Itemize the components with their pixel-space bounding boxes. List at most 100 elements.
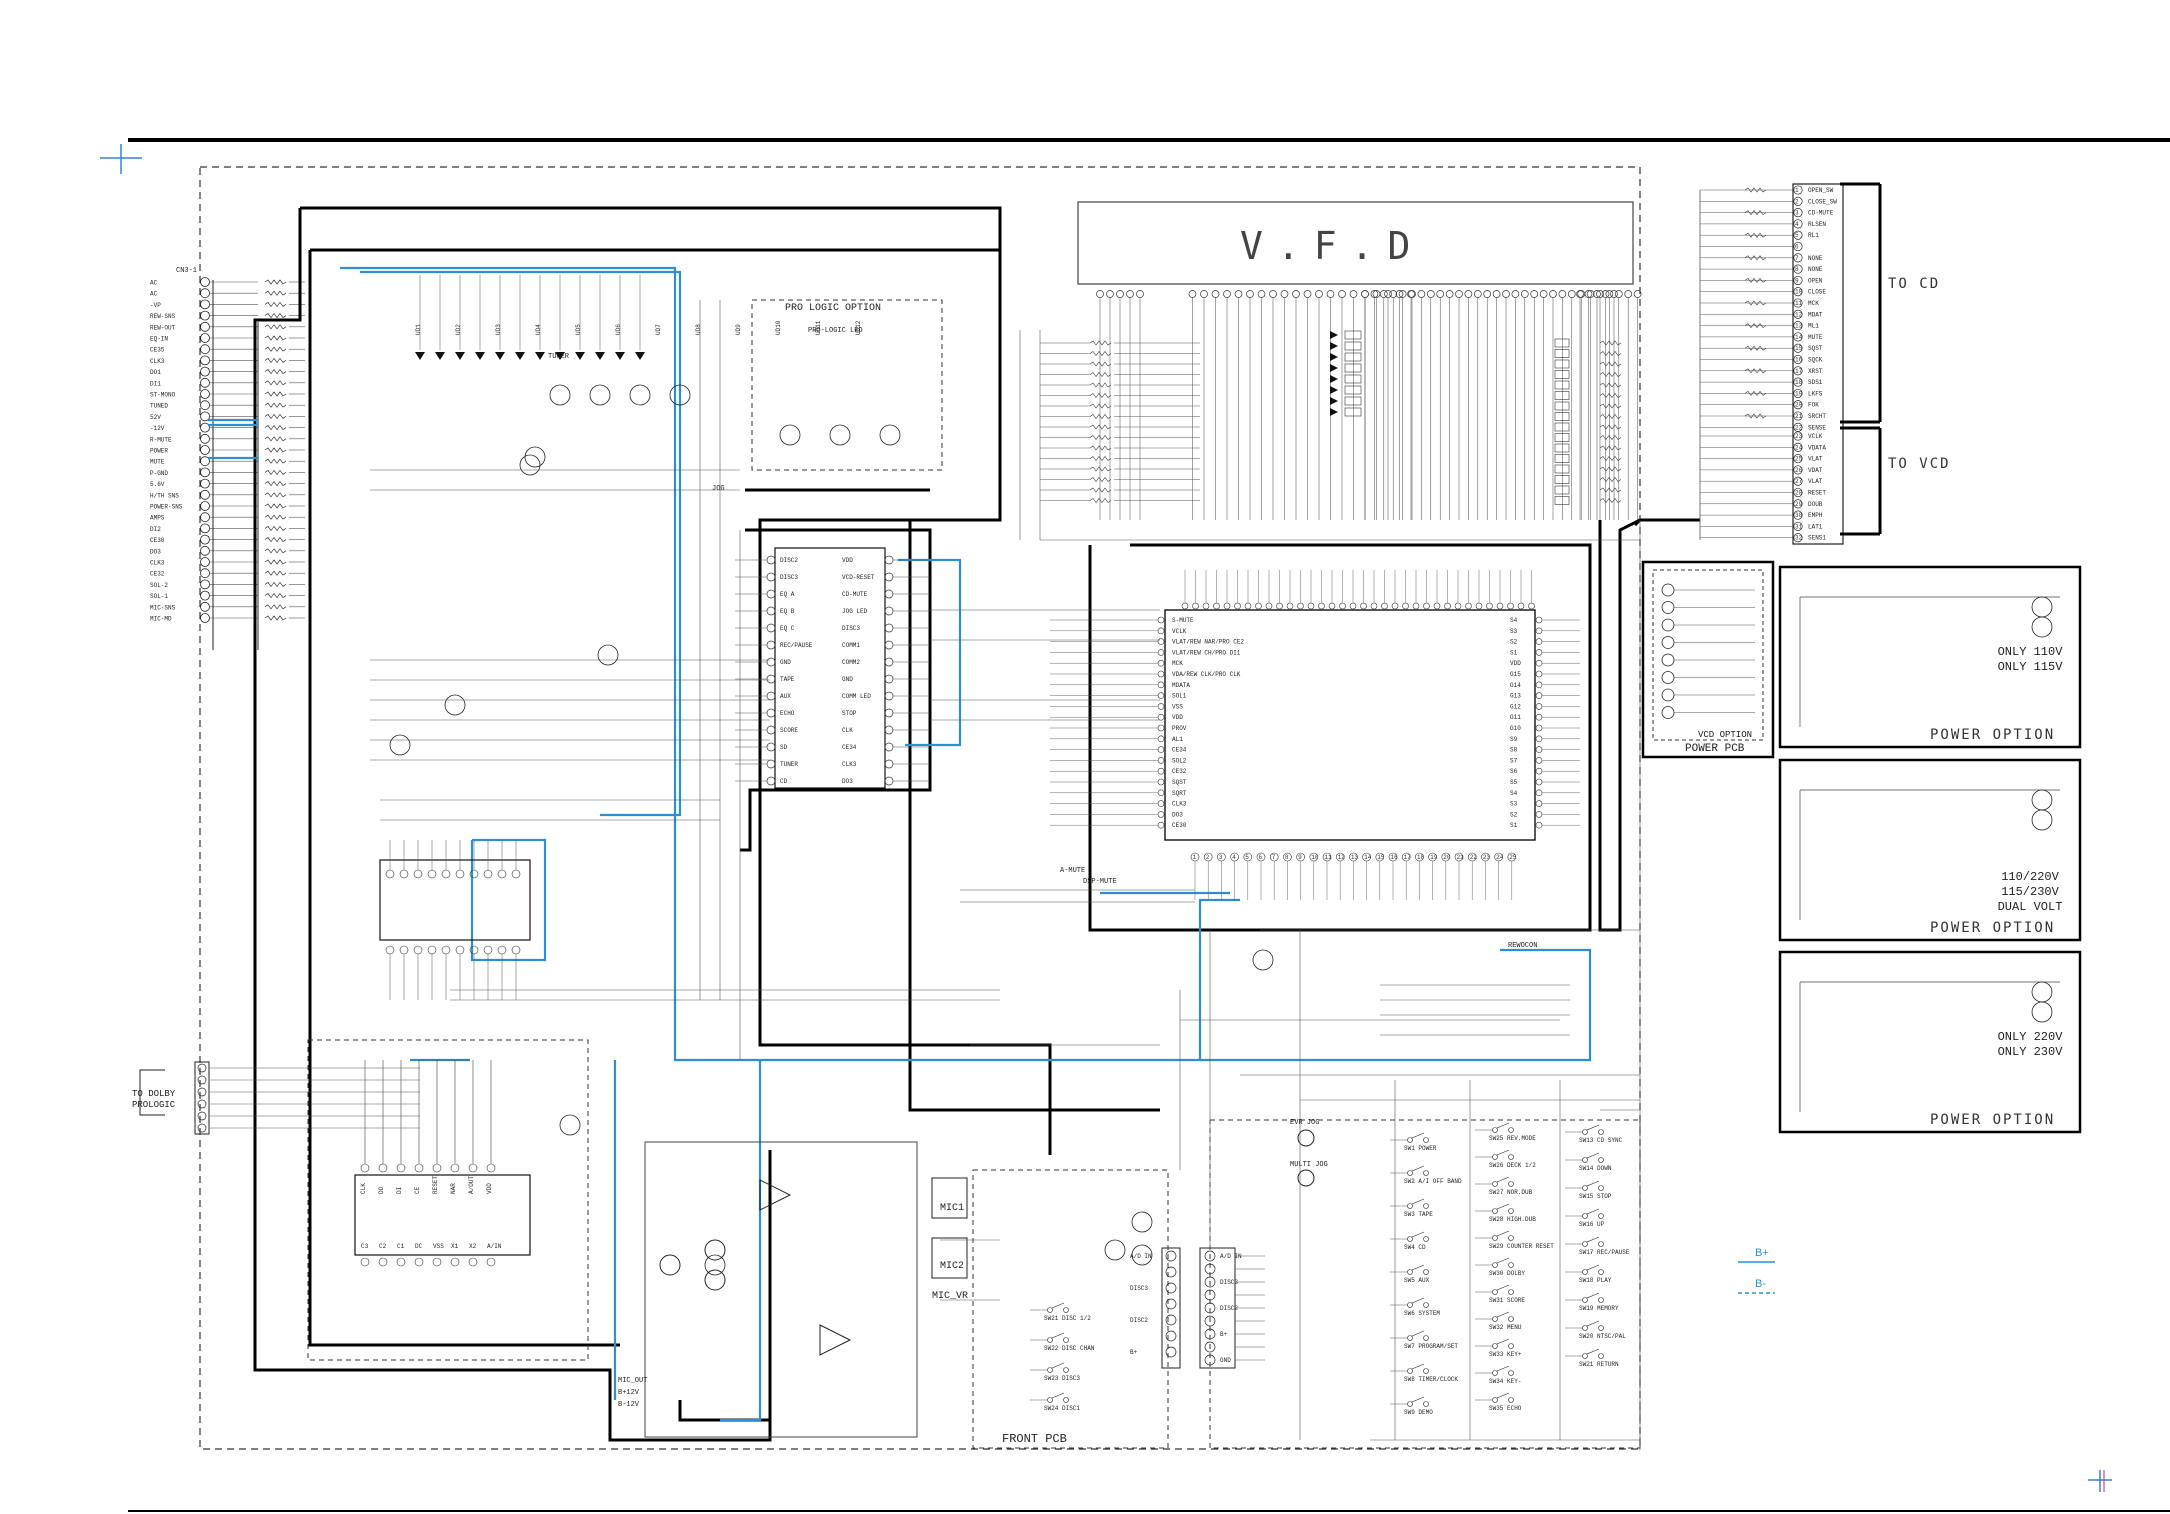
cd-pin — [1793, 388, 1803, 398]
button-lever — [1051, 1302, 1065, 1309]
vfd-pin — [1539, 290, 1548, 298]
diode-res — [1344, 407, 1362, 417]
dsp-pin-right — [884, 589, 894, 599]
front-conn-r-label: GND — [1220, 1357, 1231, 1364]
led-diode — [615, 352, 625, 360]
diode — [1330, 364, 1338, 372]
button-contact — [1047, 1337, 1053, 1343]
button-contact — [1492, 1343, 1498, 1349]
dolby-pin-bottom-label: C3 — [361, 1243, 369, 1250]
cn-pin — [200, 534, 210, 545]
cd-pin-num: 2 — [1795, 198, 1799, 205]
cd-pin-label: NONE — [1808, 255, 1823, 262]
power-option-voltage: 110/220V — [2001, 870, 2059, 884]
vfd-pin — [1426, 290, 1435, 298]
vfd-resistor-r — [1599, 477, 1622, 482]
vfd-resistor-r — [1599, 445, 1622, 451]
button-lever — [1411, 1198, 1425, 1205]
cd-pin-label: LKFS — [1808, 390, 1823, 397]
dsp-pin-left-label: EQ C — [780, 625, 795, 632]
cd-pin-num: 16 — [1795, 357, 1803, 364]
micom-pin-top — [1318, 602, 1325, 610]
button-label: SW17 REC/PAUSE — [1579, 1249, 1630, 1256]
dolby-pin-bottom — [360, 1257, 370, 1267]
dsp-pin-left-label: GND — [780, 659, 791, 666]
button-contact — [1598, 1325, 1604, 1331]
micom-pin-right — [1535, 649, 1543, 656]
diode — [1330, 386, 1338, 394]
dsp-pin-right-label: CE34 — [842, 744, 857, 751]
vfd-resistor-r — [1599, 424, 1622, 430]
button-contact — [1063, 1337, 1069, 1343]
vfd-resistor-r — [1599, 393, 1622, 398]
vfd-resistor-r — [1599, 382, 1622, 388]
micom-pin-left — [1157, 692, 1165, 699]
button-contact — [1598, 1269, 1604, 1275]
vfd-pin — [1303, 290, 1312, 298]
micom-pin-right-label: G10 — [1510, 725, 1521, 732]
vfd-pin — [1349, 290, 1358, 298]
tone-pin-top — [427, 869, 437, 879]
resistor — [264, 503, 287, 509]
to-dolby-label-2: PROLOGIC — [132, 1100, 176, 1110]
front-conn-pin — [1165, 1346, 1177, 1358]
button-lever — [1411, 1330, 1425, 1337]
mic1-label: MIC1 — [940, 1203, 964, 1214]
dolby-pin-top — [486, 1163, 496, 1173]
button-label: SW19 MEMORY — [1579, 1305, 1619, 1312]
transistor — [669, 384, 691, 406]
micom-pin-top — [1360, 602, 1367, 610]
vcd-pin — [1793, 431, 1803, 441]
cn-pin — [200, 545, 210, 556]
micom-pin-right-label: VDD — [1510, 660, 1521, 667]
dolby-pin-bottom-label: VSS — [433, 1243, 444, 1250]
button-label: SW30 DOLBY — [1489, 1270, 1525, 1277]
micom-pin-left-label: MCK — [1172, 660, 1183, 667]
micom-pin-left — [1157, 778, 1165, 786]
button-contact — [1508, 1127, 1514, 1133]
cn-pin-label: REW-OUT — [150, 324, 176, 331]
led-diode — [575, 352, 585, 360]
cn-pin-label: AC — [150, 280, 158, 287]
tone-pin-bottom — [483, 945, 493, 955]
dolby-pin-top-label: VDD — [486, 1183, 493, 1194]
power-option-box — [1778, 950, 2082, 1134]
diode-res — [1344, 385, 1362, 395]
cd-pin-num: 10 — [1795, 289, 1803, 296]
legend-b-plus: B+ — [1755, 1247, 1769, 1259]
vcd-pin-label: RESET — [1808, 490, 1826, 497]
cd-pin-num: 14 — [1795, 334, 1803, 341]
cd-pin — [1793, 219, 1803, 229]
cd-resistor — [1744, 232, 1767, 238]
dsp-pin-right — [884, 572, 894, 582]
cd-pin-num: 15 — [1795, 345, 1803, 352]
micom-pin-bottom-label: 14 — [1364, 854, 1372, 861]
cd-pin-num: 8 — [1795, 266, 1799, 273]
vcd-pin-label: VDATA — [1808, 444, 1826, 451]
button-label: SW21 DISC 1/2 — [1044, 1315, 1091, 1322]
dsp-pin-left — [766, 606, 776, 616]
cn-pin — [200, 377, 210, 388]
cd-pin-label: SRCHT — [1808, 413, 1826, 420]
cn-pin — [200, 478, 210, 489]
ic-label: UD1 — [415, 324, 422, 335]
vfd-resistor-r — [1599, 372, 1622, 377]
button-contact — [1508, 1208, 1514, 1214]
micom-pin-top — [1328, 602, 1336, 610]
dolby-pin-bottom-label: X2 — [469, 1243, 477, 1250]
transistor — [597, 644, 619, 666]
resistor — [264, 290, 287, 296]
legend: B+ B- — [1738, 1247, 1775, 1294]
registration-mark — [2088, 1470, 2112, 1492]
dsp-pin-left — [766, 691, 776, 701]
micom-pin-bottom-label: 25 — [1509, 854, 1517, 861]
diode-res — [1344, 374, 1362, 384]
vfd-res-box — [1554, 338, 1570, 348]
micom-pin-left-label: MDATA — [1172, 682, 1190, 689]
cn-pin — [200, 344, 210, 355]
vfd-resistor-r — [1599, 403, 1622, 409]
vfd-pin — [1211, 290, 1220, 298]
button-contact — [1407, 1236, 1413, 1242]
dsp-pin-right — [884, 674, 894, 684]
diode — [1330, 331, 1338, 339]
